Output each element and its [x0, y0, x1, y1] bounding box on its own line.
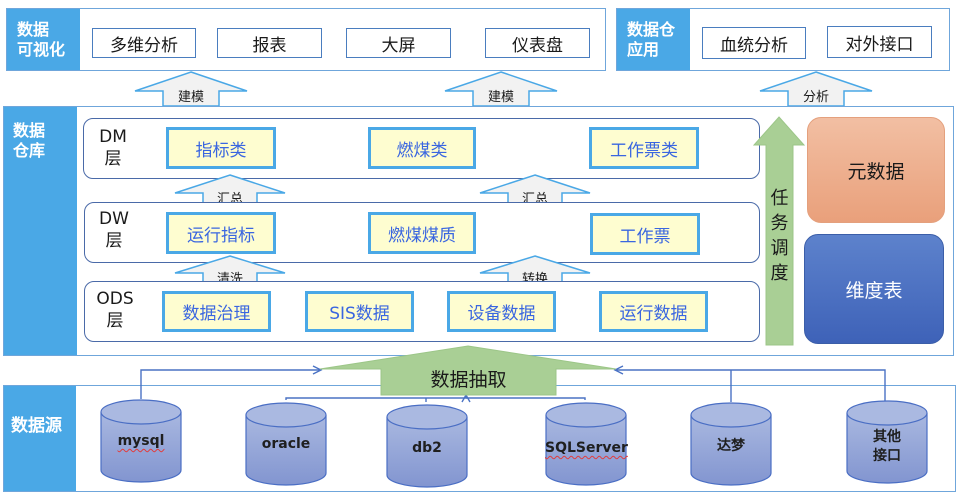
db-name: oracle	[261, 436, 311, 452]
database-icon	[386, 404, 468, 488]
scheduling-char: 度	[770, 263, 789, 284]
visualization-label: 数据 可视化	[7, 9, 80, 70]
dw-layer-label-line2: 层	[105, 231, 123, 251]
external-interface-box[interactable]: 对外接口	[827, 26, 932, 58]
modeling-arrow-right: 建模	[443, 71, 559, 107]
visualization-label-line1: 数据	[17, 20, 50, 39]
database-icon	[545, 402, 627, 486]
multidim-analysis-box[interactable]: 多维分析	[92, 28, 196, 58]
data-governance-box[interactable]: 数据治理	[162, 291, 271, 332]
db-sqlserver[interactable]: SQLServer	[545, 402, 628, 486]
ods-layer-label-line1: ODS	[96, 289, 134, 309]
report-box[interactable]: 报表	[217, 28, 322, 58]
scheduling-char: 调	[770, 238, 789, 259]
db-oracle[interactable]: oracle	[245, 402, 327, 486]
dm-layer-label-line2: 层	[104, 149, 122, 169]
warehouse-app-label-line2: 应用	[627, 40, 660, 59]
db-dameng[interactable]: 达梦	[690, 402, 772, 486]
db-name: mysql	[117, 433, 165, 449]
work-ticket-box[interactable]: 工作票	[590, 213, 700, 255]
work-ticket-class-box[interactable]: 工作票类	[589, 127, 699, 169]
dm-layer-label-line1: DM	[99, 127, 127, 147]
dimension-table-box[interactable]: 维度表	[804, 234, 944, 344]
warehouse-label: 数据 仓库	[4, 107, 77, 355]
database-icon	[846, 400, 928, 484]
coal-class-box[interactable]: 燃煤类	[368, 127, 476, 169]
db-name: SQLServer	[545, 440, 628, 456]
coal-quality-box[interactable]: 燃煤煤质	[368, 212, 476, 254]
up-arrow-icon	[752, 116, 806, 346]
modeling-label-left: 建模	[177, 90, 204, 105]
db-name: 达梦	[717, 438, 745, 454]
warehouse-app-label: 数据仓 应用	[617, 9, 690, 70]
dw-layer-label: DW 层	[89, 208, 139, 252]
warehouse-label-line2: 仓库	[13, 141, 46, 160]
db-name-line2: 接口	[873, 448, 901, 464]
db-mysql[interactable]: mysql	[100, 399, 182, 483]
sis-data-box[interactable]: SIS数据	[305, 291, 414, 332]
analysis-arrow: 分析	[758, 71, 874, 107]
db-name: db2	[412, 440, 442, 456]
db-other-interface[interactable]: 其他 接口	[846, 400, 928, 484]
data-extraction-label: 数据抽取	[430, 369, 507, 391]
scheduling-char: 任	[770, 188, 789, 209]
dw-layer-label-line1: DW	[99, 209, 129, 229]
operation-data-box[interactable]: 运行数据	[599, 291, 708, 332]
modeling-arrow-left: 建模	[133, 71, 249, 107]
ods-layer-label-line2: 层	[106, 311, 124, 331]
database-icon	[690, 402, 772, 486]
warehouse-app-label-line1: 数据仓	[627, 20, 676, 39]
modeling-label-right: 建模	[487, 90, 514, 105]
analysis-label: 分析	[802, 90, 829, 105]
data-extraction-arrow[interactable]: 数据抽取	[318, 345, 618, 396]
dashboard-box[interactable]: 仪表盘	[485, 28, 590, 58]
scheduling-char: 务	[770, 213, 789, 234]
database-icon	[100, 399, 182, 483]
metadata-box[interactable]: 元数据	[807, 117, 945, 223]
db-db2[interactable]: db2	[386, 404, 468, 488]
task-scheduling-arrow[interactable]: 任 务 调 度	[752, 116, 806, 346]
up-arrow-icon	[319, 345, 617, 396]
operation-indicator-box[interactable]: 运行指标	[166, 212, 276, 254]
database-icon	[245, 402, 327, 486]
lineage-analysis-box[interactable]: 血统分析	[702, 27, 806, 59]
big-screen-box[interactable]: 大屏	[346, 28, 451, 58]
indicator-class-box[interactable]: 指标类	[166, 127, 276, 169]
db-name-line1: 其他	[873, 429, 901, 445]
task-scheduling-label: 任 务 调 度	[766, 186, 793, 286]
dm-layer-label: DM 层	[88, 126, 138, 170]
warehouse-label-line1: 数据	[13, 121, 46, 140]
ods-layer-label: ODS 层	[89, 288, 141, 332]
visualization-label-line2: 可视化	[17, 40, 66, 59]
equipment-data-box[interactable]: 设备数据	[447, 291, 556, 332]
sources-label: 数据源	[4, 386, 76, 491]
